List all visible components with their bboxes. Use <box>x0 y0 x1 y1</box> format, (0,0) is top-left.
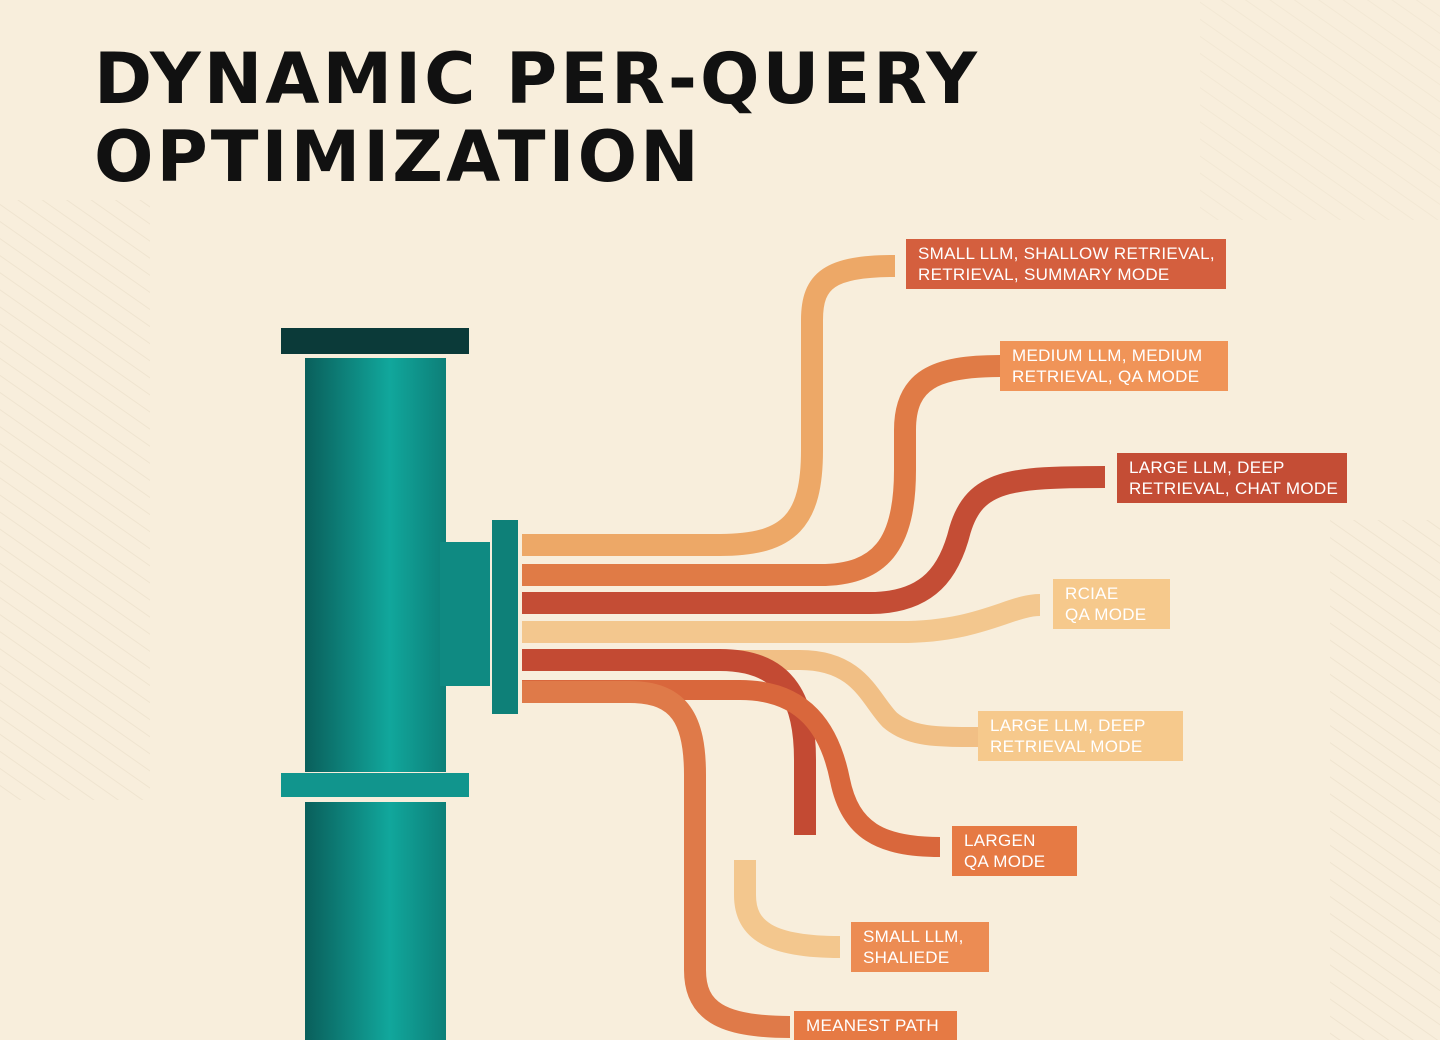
stream-1 <box>522 255 896 556</box>
pipe-middle-flange <box>281 773 469 797</box>
route-label-meanest-path: MEANEST PATH <box>794 1011 957 1040</box>
route-label-large-llm-chat: LARGE LLM, DEEP RETRIEVAL, CHAT MODE <box>1117 453 1347 503</box>
stream-4 <box>522 594 1041 643</box>
pipe-side-outlet <box>440 542 490 686</box>
route-label-medium-llm-qa: MEDIUM LLM, MEDIUM RETRIEVAL, QA MODE <box>1000 341 1228 391</box>
pipe-outlet-flange <box>492 520 518 714</box>
stream-5 <box>522 650 981 747</box>
pipe-upper-body <box>305 358 446 772</box>
title-line-2: OPTIMIZATION <box>94 116 702 198</box>
title-line-1: DYNAMIC PER-QUERY <box>94 38 980 120</box>
stream-8 <box>734 860 841 958</box>
diagram-title: DYNAMIC PER-QUERY OPTIMIZATION <box>94 40 980 196</box>
stream-9 <box>522 681 791 1038</box>
stream-2 <box>522 355 1001 586</box>
route-label-large-llm-retrieval: LARGE LLM, DEEP RETRIEVAL MODE <box>978 711 1183 761</box>
background-hatch-top <box>1200 0 1440 220</box>
route-label-largen-qa: LARGEN QA MODE <box>952 826 1077 876</box>
output-streams <box>522 255 1106 1038</box>
route-label-small-llm-shaliede: SMALL LLM, SHALIEDE <box>851 922 989 972</box>
background-hatch-right <box>1330 520 1440 1040</box>
route-label-small-llm-summary: SMALL LLM, SHALLOW RETRIEVAL, RETRIEVAL,… <box>906 239 1226 289</box>
stream-7 <box>522 680 941 857</box>
pipe-lower-body <box>305 802 446 1040</box>
pipe-assembly <box>281 328 518 1040</box>
pipe-top-flange <box>281 328 469 354</box>
background-hatch-left <box>0 200 150 800</box>
route-label-rciae-qa: RCIAE QA MODE <box>1053 579 1170 629</box>
stream-3 <box>522 466 1106 614</box>
